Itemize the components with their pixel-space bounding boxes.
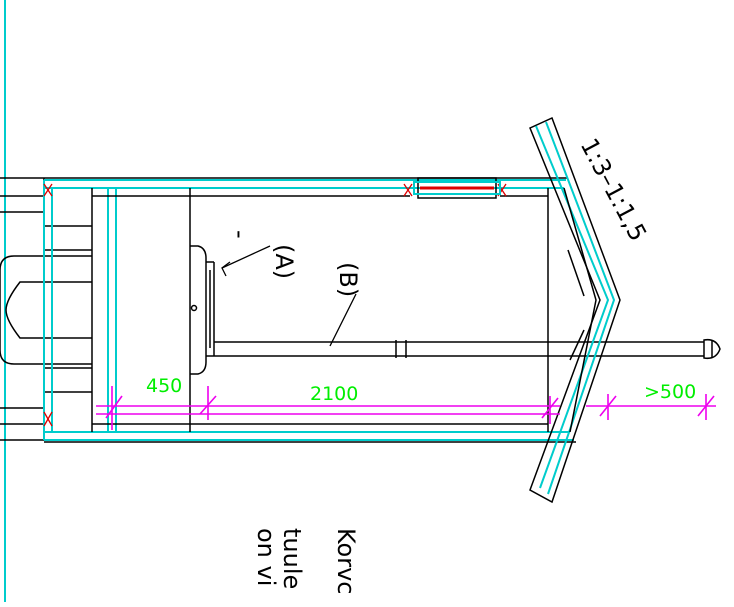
- vent-pipe-b: [214, 338, 721, 360]
- leader-b: [329, 293, 357, 347]
- label-minus: -: [226, 230, 254, 239]
- roof: [529, 116, 621, 504]
- note-line-2: tuule: [278, 528, 306, 589]
- note-line-3: on vi: [252, 528, 280, 586]
- left-wall-bottom: [0, 367, 92, 441]
- label-a: (A): [270, 244, 298, 279]
- dim-450: 450: [146, 375, 182, 397]
- leader-a: [221, 245, 271, 277]
- corner-x-marks: [43, 183, 507, 427]
- note-text-block: Korvc tuule on vi: [252, 528, 360, 595]
- note-line-1: Korvc: [332, 528, 360, 595]
- toilet-bowl: [0, 255, 92, 365]
- dimension-lines: [96, 386, 716, 430]
- bin-a: [190, 245, 215, 375]
- building-outline: [43, 179, 574, 441]
- dim-500: >500: [644, 381, 696, 403]
- vent-window: [413, 177, 501, 199]
- dim-2100: 2100: [310, 383, 358, 405]
- label-b: (B): [334, 262, 362, 297]
